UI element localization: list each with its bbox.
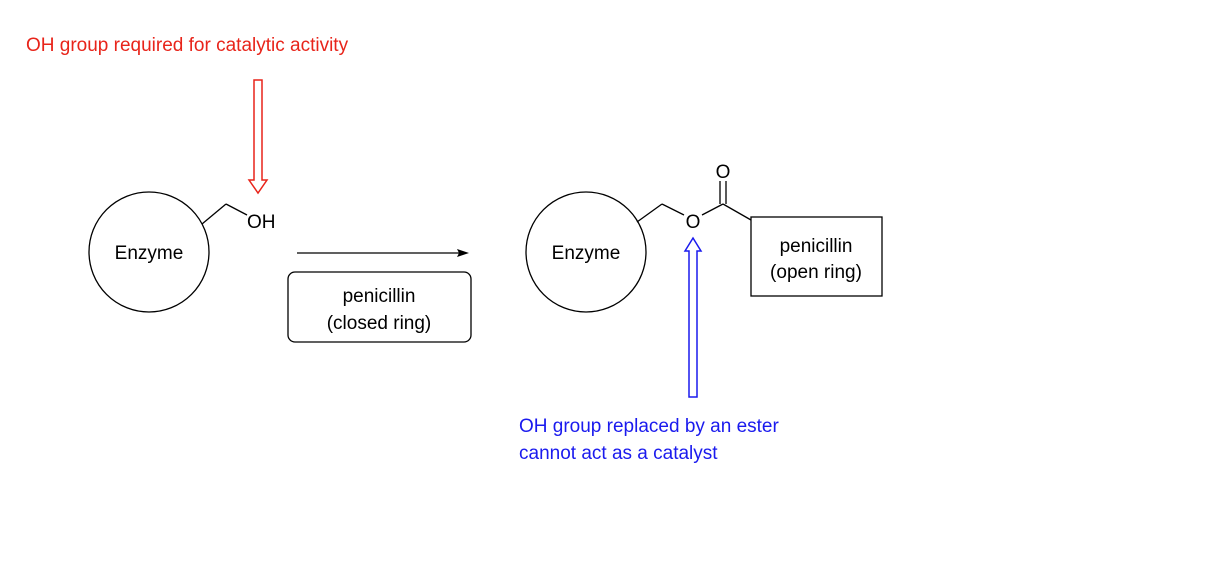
- reactant-oh-label: OH: [247, 212, 276, 233]
- product-enzyme-label: Enzyme: [552, 243, 621, 264]
- product-bond-4: [722, 203, 752, 221]
- reaction-arrow: [297, 249, 469, 257]
- red-down-arrow-icon: [247, 79, 269, 195]
- blue-up-arrow-icon: [683, 236, 703, 398]
- bottom-annotation-line2: cannot act as a catalyst: [519, 443, 718, 464]
- open-ring-line2: (open ring): [770, 262, 862, 283]
- top-annotation: OH group required for catalytic activity: [26, 35, 349, 56]
- reactant-enzyme-circle: [88, 191, 210, 313]
- reagent-line2: (closed ring): [327, 313, 432, 334]
- reactant-bond-1: [201, 203, 227, 225]
- product-bond-1: [636, 203, 663, 223]
- carbonyl-oxygen-label: O: [716, 162, 731, 183]
- ester-oxygen-label: O: [686, 212, 701, 233]
- product-structure: Enzyme O O penicillin (open ring): [525, 162, 883, 313]
- reagent-line1: penicillin: [343, 286, 416, 307]
- product-enzyme-circle: [525, 191, 647, 313]
- bottom-annotation-line1: OH group replaced by an ester: [519, 416, 779, 437]
- product-bond-2: [661, 203, 685, 216]
- reactant-enzyme-label: Enzyme: [115, 243, 184, 264]
- open-ring-box: [750, 216, 883, 297]
- open-ring-line1: penicillin: [780, 236, 853, 257]
- reactant-bond-2: [225, 203, 248, 216]
- reactant-structure: Enzyme OH: [88, 191, 276, 313]
- reagent-box: penicillin (closed ring): [287, 271, 472, 343]
- product-bond-3: [701, 203, 724, 216]
